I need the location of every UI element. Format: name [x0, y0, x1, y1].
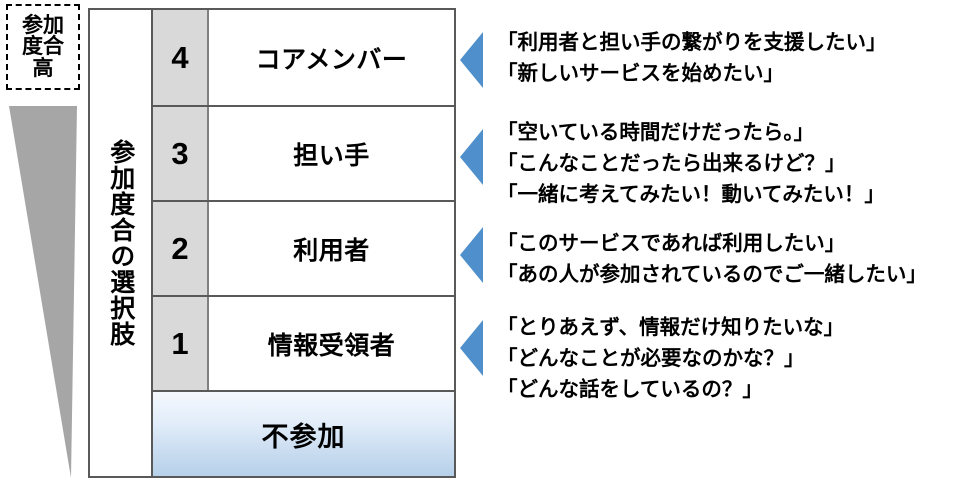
scale-rows-container: 4 コアメンバー 3 担い手 2 利用者 1 情報受領者 不参加 [153, 10, 454, 476]
quote-line: 「あの人が参加されているのでご一緒したい」 [497, 263, 927, 287]
quote-line: 「どんなことが必要なのかな？」 [497, 347, 805, 371]
participation-gradient-wedge-icon [8, 104, 80, 480]
quote-block-level-2: 「このサービスであれば利用したい」 「あの人が参加されているのでご一緒したい」 [497, 228, 927, 290]
level-name-cell: 担い手 [293, 141, 370, 170]
quote-arrow-icon-level-4 [460, 32, 484, 88]
non-participation-row[interactable]: 不参加 [153, 392, 454, 476]
quote-line: 「とりあえず、情報だけ知りたいな」 [497, 316, 845, 339]
table-row[interactable]: 2 利用者 [153, 202, 454, 297]
level-name-cell: コアメンバー [255, 45, 408, 74]
quote-line: 「こんなことだったら出来るけど？」 [497, 152, 846, 176]
quote-line: 「新しいサービスを始めたい」 [497, 62, 784, 86]
quote-arrow-icon-level-2 [460, 227, 484, 283]
participation-level-badge-label: 参加度合高 [22, 13, 64, 80]
table-row[interactable]: 4 コアメンバー [153, 10, 454, 107]
level-number-cell: 3 [153, 107, 209, 200]
table-row[interactable]: 3 担い手 [153, 107, 454, 202]
axis-vertical-label: 参加度合の選択肢 [106, 139, 135, 347]
participation-level-badge: 参加度合高 [6, 4, 80, 90]
quote-line: 「このサービスであれば利用したい」 [497, 232, 846, 255]
level-number-cell: 2 [153, 202, 209, 295]
level-number-cell: 4 [153, 10, 209, 105]
quote-arrow-icon-level-3 [460, 129, 484, 185]
quote-line: 「空いている時間だけだったら。」 [497, 121, 815, 144]
axis-label-column: 参加度合の選択肢 [90, 10, 153, 476]
quote-line: 「利用者と担い手の繋がりを支援したい」 [497, 31, 887, 54]
level-number-cell: 1 [153, 297, 209, 390]
quote-line: 「一緒に考えてみたい！動いてみたい！」 [497, 183, 885, 207]
table-row[interactable]: 1 情報受領者 [153, 297, 454, 392]
quote-arrow-icon-level-1 [460, 320, 484, 376]
quote-block-level-3: 「空いている時間だけだったら。」 「こんなことだったら出来るけど？」 「一緒に考… [497, 117, 885, 210]
non-participation-label: 不参加 [261, 421, 346, 452]
participation-scale-table: 参加度合の選択肢 4 コアメンバー 3 担い手 2 利用者 1 情報受領者 不参… [88, 8, 456, 478]
quote-block-level-1: 「とりあえず、情報だけ知りたいな」 「どんなことが必要なのかな？」 「どんな話を… [497, 312, 844, 405]
level-name-cell: 利用者 [293, 236, 370, 265]
quote-line: 「どんな話をしているの？」 [497, 378, 763, 402]
quote-block-level-4: 「利用者と担い手の繋がりを支援したい」 「新しいサービスを始めたい」 [497, 27, 887, 89]
level-name-cell: 情報受領者 [267, 331, 396, 360]
